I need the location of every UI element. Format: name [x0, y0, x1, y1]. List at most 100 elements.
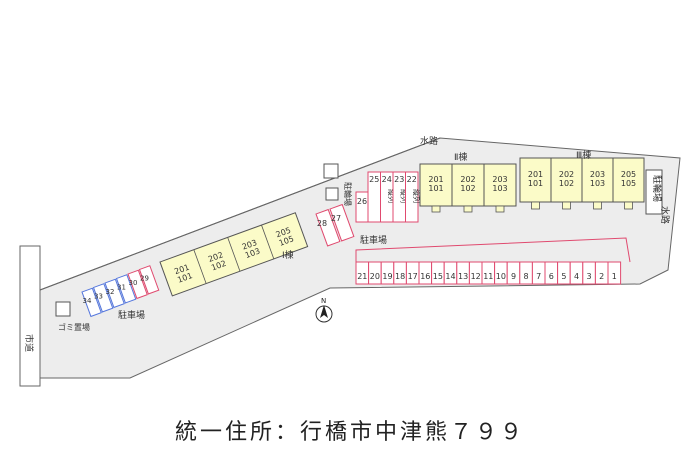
north-arrow: N: [315, 297, 333, 323]
parking-slot-number-9: 9: [511, 272, 516, 281]
parking-slot-33: [92, 283, 114, 313]
bicycle-shed-2: [325, 187, 339, 201]
parking-slot-number-16: 16: [420, 272, 430, 281]
entrance-notch: [562, 201, 571, 210]
waterway-line: [39, 137, 441, 291]
building-2-label: Ⅱ棟: [454, 151, 467, 163]
unit-202: 202: [559, 170, 574, 179]
parking-slot-number-7: 7: [536, 272, 541, 281]
entrance-notch: [463, 205, 473, 213]
unit-divider: [193, 249, 207, 284]
parking-slot-number-33: 33: [94, 293, 103, 301]
building-3-unit: [581, 157, 614, 203]
parking-slot-number-2: 2: [599, 272, 604, 281]
parking-slot-30: [127, 269, 148, 300]
waterway-top-label: 水路: [420, 135, 438, 147]
parking-slot-number-3: 3: [587, 272, 592, 281]
parking-slot-number-18: 18: [395, 272, 405, 281]
unit-102: 102: [559, 179, 574, 188]
parking-slot-number-5: 5: [561, 272, 566, 281]
address-footer: 統一住所：行橋市中津熊７９９: [174, 420, 525, 445]
building-3-unit: [550, 157, 583, 203]
unit-203: 203: [590, 170, 605, 179]
parking-lot-center-label: 駐車場: [360, 234, 387, 246]
parking-lot-left-label: 駐車場: [118, 309, 145, 321]
unit-202: 202: [460, 175, 475, 184]
parking-slot-26: [355, 191, 369, 223]
building-3-label: Ⅲ棟: [576, 149, 591, 161]
parking-slot-number-31: 31: [117, 284, 126, 292]
parking-slot-27: [329, 203, 355, 242]
bicycle-area-right-label: 駐輪場: [651, 175, 663, 202]
entrance-notch: [531, 201, 540, 210]
parking-slot-32: [104, 278, 125, 309]
parking-slot-number-12: 12: [471, 272, 481, 281]
parking-slot-number-14: 14: [445, 272, 455, 281]
parking-slot-28: [315, 208, 341, 247]
unit-103: 103: [590, 179, 605, 188]
parking-slot-number-32: 32: [106, 288, 115, 296]
entrance-notch: [593, 201, 602, 210]
parking-slot-number-17: 17: [408, 272, 418, 281]
waterway-right-label: 水路: [659, 206, 671, 224]
unit-101: 101: [528, 179, 543, 188]
bicycle-area-label: 駐輪場: [343, 182, 353, 206]
small-parking: 28 27: [315, 203, 355, 247]
parking-slot-number-22: 22: [407, 175, 417, 184]
unit-205: 205: [621, 170, 636, 179]
parking-slot-number-21: 21: [357, 272, 367, 281]
unit-203: 203: [492, 175, 507, 184]
unit-201: 201: [428, 175, 443, 184]
building-1-label: Ⅰ棟: [282, 249, 294, 261]
parking-slot-number-26: 26: [357, 197, 367, 206]
parking-slot-number-13: 13: [458, 272, 468, 281]
parking-slot-note-23: 縦列: [399, 189, 408, 203]
parking-slot-number-28: 28: [317, 219, 327, 228]
parking-slot-22: [405, 171, 419, 223]
parking-slot-number-1: 1: [612, 272, 617, 281]
parking-slot-34: [81, 287, 102, 318]
bicycle-shed: [323, 163, 339, 179]
unit-102: 102: [460, 184, 475, 193]
parking-slot-number-24: 24: [382, 175, 392, 184]
north-label: N: [321, 297, 326, 305]
parking-slot-number-30: 30: [129, 279, 138, 287]
unit-201: 201: [528, 170, 543, 179]
parking-slot-note-24: 縦列: [387, 189, 396, 203]
parking-slot-31: [115, 274, 137, 304]
building-3-unit: [612, 157, 645, 203]
city-road-label: 市道: [23, 334, 35, 352]
building-2-unit: [451, 163, 485, 207]
parking-slot-number-11: 11: [483, 272, 493, 281]
parking-slot-number-15: 15: [433, 272, 443, 281]
building-2-unit: [483, 163, 517, 207]
entrance-notch: [624, 201, 633, 210]
parking-slot-number-10: 10: [496, 272, 506, 281]
parking-slot-number-25: 25: [369, 175, 379, 184]
parking-slot-29: [138, 265, 160, 295]
unit-divider: [261, 224, 275, 260]
parking-slot-number-34: 34: [83, 297, 92, 305]
parking-slot-number-20: 20: [370, 272, 380, 281]
parking-slot-number-29: 29: [140, 275, 149, 283]
parking-slot-number-27: 27: [331, 214, 341, 223]
garbage-station-label: ゴミ置場: [58, 322, 90, 332]
parking-slot-number-4: 4: [574, 272, 579, 281]
parking-slot-number-8: 8: [524, 272, 529, 281]
bicycle-area-right: [645, 169, 663, 215]
unit-101: 101: [428, 184, 443, 193]
entrance-notch: [431, 205, 441, 213]
parking-slot-number-19: 19: [382, 272, 392, 281]
building-3-unit: [519, 157, 552, 203]
parking-slot-1: [607, 261, 622, 285]
unit-103: 103: [492, 184, 507, 193]
garbage-station: [55, 301, 71, 317]
